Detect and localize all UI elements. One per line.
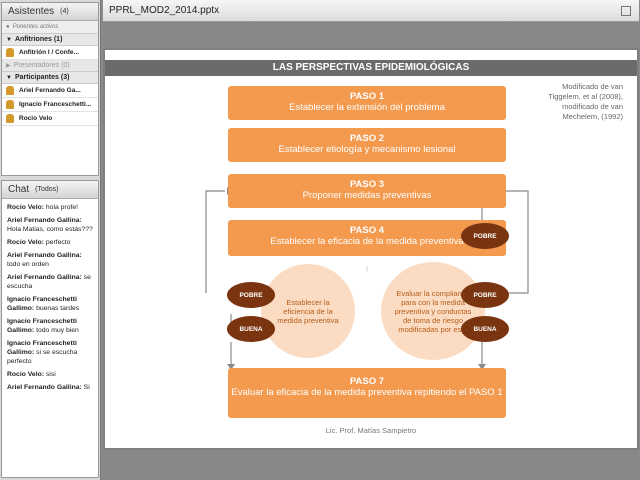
chat-text: buenas tardes <box>36 305 80 312</box>
participant-row[interactable]: Rocio Velo <box>2 112 98 126</box>
host-name: Anfitrión I / Confe... <box>19 49 79 56</box>
participant-name: Ignacio Franceschetti... <box>19 101 92 108</box>
paso-3-heading: PASO 3 <box>349 179 385 190</box>
chat-text: hola profe! <box>45 204 79 211</box>
chat-sender: Ignacio Franceschetti Gallimo: <box>7 296 77 312</box>
chat-message: Ignacio Franceschetti Gallimo: todo muy … <box>7 317 93 335</box>
chat-message: Rocio Velo: hola profe! <box>7 203 93 212</box>
paso-2-heading: PASO 2 <box>349 133 385 144</box>
chat-sender: Ariel Fernando Gallina: <box>7 384 82 391</box>
slide-author: Lic. Prof. Matías Sampietro <box>325 426 417 435</box>
participants-label: Participantes (3) <box>14 74 70 81</box>
chat-sender: Rocio Velo: <box>7 371 45 378</box>
chat-text: se escucha <box>7 274 91 290</box>
participant-name: Rocio Velo <box>19 115 53 122</box>
chat-message: Ariel Fernando Gallina: Hola Matias, com… <box>7 216 93 234</box>
share-bottom-bar <box>103 450 639 480</box>
host-row[interactable]: Anfitrión I / Confe... <box>2 46 98 60</box>
chat-text: todo muy bien <box>36 327 79 334</box>
chat-text: si se escucha perfecto <box>7 349 78 365</box>
chevron-down-icon: ▼ <box>6 74 12 81</box>
chat-message: Ariel Fernando Gallina: se escucha <box>7 273 93 291</box>
user-icon <box>6 114 14 123</box>
share-pod: PPRL_MOD2_2014.pptx LAS PERSPECTIVAS EPI… <box>103 0 639 480</box>
chat-title: Chat <box>8 184 30 195</box>
paso-7-box: PASO 7 Evaluar la eficacia de la medida … <box>228 368 506 418</box>
chat-text: Si <box>83 384 90 391</box>
chat-message: Ariel Fernando Gallina: todo en orden <box>7 251 93 269</box>
chat-message: Ariel Fernando Gallina: Si <box>7 383 93 392</box>
attendees-pod: Asistentes (4) ● Ponentes activos ▼ Anfi… <box>1 2 99 176</box>
chevron-down-icon: ▼ <box>6 36 12 43</box>
chat-message: Ignacio Franceschetti Gallimo: buenas ta… <box>7 295 93 313</box>
hosts-label: Anfitriones (1) <box>14 36 63 43</box>
buena-badge-right: BUENA <box>461 316 509 342</box>
chat-text: Hola Matias, como estás??? <box>7 226 93 233</box>
paso-3-box: PASO 3 Proponer medidas preventivas <box>228 174 506 208</box>
participant-name: Ariel Fernando Ga... <box>19 87 81 94</box>
chat-pod: Chat (Todos) Rocio Velo: hola profe! Ari… <box>1 180 99 478</box>
microphone-icon: ● <box>6 24 10 30</box>
chat-sender: Rocio Velo: <box>7 239 45 246</box>
chat-message: Ignacio Franceschetti Gallimo: si se esc… <box>7 339 93 366</box>
paso-4-text: Establecer la eficacia de la medida prev… <box>270 236 464 247</box>
left-circle: Establecer la eficiencia de la medida pr… <box>261 264 355 358</box>
paso-2-text: Establecer etiología y mecanismo lesiona… <box>278 144 456 155</box>
paso-1-box: PASO 1 Establecer la extensión del probl… <box>228 86 506 120</box>
paso-4-box: PASO 4 Establecer la eficacia de la medi… <box>228 220 506 256</box>
share-toolbar <box>103 22 639 48</box>
paso-7-text: Evaluar la eficacia de la medida prevent… <box>231 387 503 398</box>
right-circle: Evaluar la complianza para con la medida… <box>381 262 485 360</box>
hosts-section[interactable]: ▼ Anfitriones (1) <box>2 34 98 46</box>
chat-sender: Ignacio Franceschetti Gallimo: <box>7 318 77 334</box>
participant-row[interactable]: Ignacio Franceschetti... <box>2 98 98 112</box>
paso-1-heading: PASO 1 <box>349 91 385 102</box>
chat-sender: Ignacio Franceschetti Gallimo: <box>7 340 77 356</box>
attendees-header[interactable]: Asistentes (4) <box>2 3 98 21</box>
chat-message: Rocio Velo: perfecto <box>7 238 93 247</box>
pobre-badge-paso4: POBRE <box>461 223 509 249</box>
active-speakers-row: ● Ponentes activos <box>2 21 98 34</box>
chat-sender: Rocio Velo: <box>7 204 45 211</box>
pobre-badge-left: POBRE <box>227 282 275 308</box>
chat-scope: (Todos) <box>35 186 59 193</box>
paso-7-heading: PASO 7 <box>349 376 385 387</box>
chevron-right-icon: ▶ <box>6 63 11 69</box>
chat-sender: Ariel Fernando Gallina: <box>7 252 82 259</box>
presenters-label: Presentadores (0) <box>13 62 70 69</box>
chat-message: Rocio Velo: sisi <box>7 370 93 379</box>
chat-sender: Ariel Fernando Gallina: <box>7 274 82 281</box>
user-icon <box>6 48 14 57</box>
chat-messages: Rocio Velo: hola profe! Ariel Fernando G… <box>2 199 98 400</box>
chat-text: sisi <box>45 371 56 378</box>
chat-sender: Ariel Fernando Gallina: <box>7 217 82 224</box>
paso-1-text: Establecer la extensión del problema <box>289 102 445 113</box>
attendees-count: (4) <box>60 8 69 15</box>
user-icon <box>6 86 14 95</box>
participants-section[interactable]: ▼ Participantes (3) <box>2 72 98 84</box>
paso-4-heading: PASO 4 <box>349 225 385 236</box>
slide-canvas: LAS PERSPECTIVAS EPIDEMIOLÓGICAS Modific… <box>105 50 637 448</box>
paso-2-box: PASO 2 Establecer etiología y mecanismo … <box>228 128 506 162</box>
participant-row[interactable]: Ariel Fernando Ga... <box>2 84 98 98</box>
chat-text: perfecto <box>45 239 71 246</box>
slide-title: LAS PERSPECTIVAS EPIDEMIOLÓGICAS <box>105 60 637 76</box>
document-filename: PPRL_MOD2_2014.pptx <box>109 5 220 16</box>
paso-3-text: Proponer medidas preventivas <box>302 190 432 201</box>
presenters-section[interactable]: ▶ Presentadores (0) <box>2 60 98 72</box>
pobre-badge-right: POBRE <box>461 282 509 308</box>
chat-text: todo en orden <box>7 261 49 268</box>
left-panel: Asistentes (4) ● Ponentes activos ▼ Anfi… <box>0 0 101 480</box>
fullscreen-icon[interactable] <box>621 6 631 16</box>
slide-credit: Modificado de van Tiggelem, et al (2008)… <box>548 82 623 121</box>
buena-badge-left: BUENA <box>227 316 275 342</box>
active-speakers-label: Ponentes activos <box>12 24 59 30</box>
chat-header[interactable]: Chat (Todos) <box>2 181 98 199</box>
user-icon <box>6 100 14 109</box>
attendees-title: Asistentes <box>8 6 55 17</box>
share-pod-header[interactable]: PPRL_MOD2_2014.pptx <box>103 0 639 22</box>
